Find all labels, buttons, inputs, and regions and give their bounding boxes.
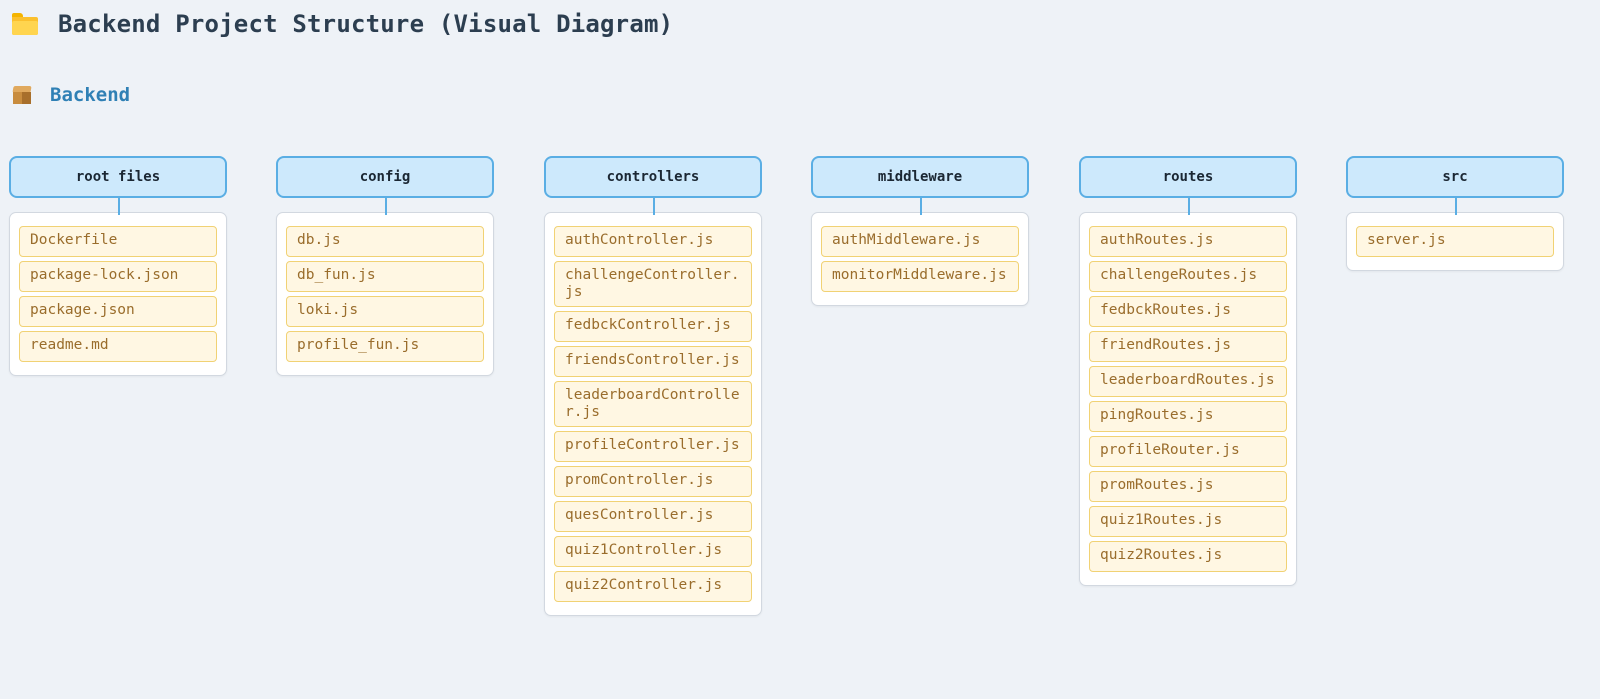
file-item: authMiddleware.js <box>821 226 1019 257</box>
file-item: challengeController.js <box>554 261 752 307</box>
file-list-panel: authController.js challengeController.js f… <box>544 212 762 616</box>
file-item: promRoutes.js <box>1089 471 1287 502</box>
folder-node: middleware <box>811 156 1029 215</box>
folder-node: routes <box>1079 156 1297 215</box>
folder-icon <box>12 13 38 35</box>
file-list-panel: Dockerfile package-lock.json package.json r… <box>9 212 227 376</box>
file-list-panel: authMiddleware.js monitorMiddleware.js <box>811 212 1029 306</box>
connector-line <box>1455 198 1457 215</box>
file-item: fedbckController.js <box>554 311 752 342</box>
connector-line <box>1188 198 1190 215</box>
file-item: db.js <box>286 226 484 257</box>
file-item: profileController.js <box>554 431 752 462</box>
column-config: config db.js db_fun.js loki.js profile_fun.j… <box>276 156 494 376</box>
connector-line <box>653 198 655 215</box>
file-item: readme.md <box>19 331 217 362</box>
file-item: monitorMiddleware.js <box>821 261 1019 292</box>
column-src: src server.js <box>1346 156 1564 271</box>
file-item: leaderboardRoutes.js <box>1089 366 1287 397</box>
page-title: Backend Project Structure (Visual Diagra… <box>12 8 673 40</box>
file-list-panel: server.js <box>1346 212 1564 271</box>
file-item: friendRoutes.js <box>1089 331 1287 362</box>
file-item: db_fun.js <box>286 261 484 292</box>
file-item: package.json <box>19 296 217 327</box>
file-item: promController.js <box>554 466 752 497</box>
column-routes: routes authRoutes.js challengeRoutes.js fed… <box>1079 156 1297 586</box>
folder-node: controllers <box>544 156 762 215</box>
file-item: fedbckRoutes.js <box>1089 296 1287 327</box>
connector-line <box>385 198 387 215</box>
file-item: challengeRoutes.js <box>1089 261 1287 292</box>
package-box-icon <box>12 85 32 105</box>
column-controllers: controllers authController.js challengeCon… <box>544 156 762 616</box>
file-item: friendsController.js <box>554 346 752 377</box>
file-item: profileRouter.js <box>1089 436 1287 467</box>
file-item: quiz1Routes.js <box>1089 506 1287 537</box>
section-title-text: Backend <box>50 84 131 106</box>
file-item: Dockerfile <box>19 226 217 257</box>
file-list-panel: authRoutes.js challengeRoutes.js fedbckRou… <box>1079 212 1297 586</box>
file-list-panel: db.js db_fun.js loki.js profile_fun.js <box>276 212 494 376</box>
file-item: pingRoutes.js <box>1089 401 1287 432</box>
file-item: package-lock.json <box>19 261 217 292</box>
file-item: quesController.js <box>554 501 752 532</box>
column-middleware: middleware authMiddleware.js monitorMiddle… <box>811 156 1029 306</box>
section-title: Backend <box>12 82 130 108</box>
page-title-text: Backend Project Structure (Visual Diagra… <box>58 10 674 38</box>
connector-line <box>118 198 120 215</box>
file-item: profile_fun.js <box>286 331 484 362</box>
folder-node: root files <box>9 156 227 215</box>
folder-node: src <box>1346 156 1564 215</box>
file-item: leaderboardController.js <box>554 381 752 427</box>
file-item: quiz2Controller.js <box>554 571 752 602</box>
connector-line <box>920 198 922 215</box>
folder-node: config <box>276 156 494 215</box>
file-item: authController.js <box>554 226 752 257</box>
file-item: quiz1Controller.js <box>554 536 752 567</box>
file-item: quiz2Routes.js <box>1089 541 1287 572</box>
file-item: server.js <box>1356 226 1554 257</box>
file-item: loki.js <box>286 296 484 327</box>
file-item: authRoutes.js <box>1089 226 1287 257</box>
